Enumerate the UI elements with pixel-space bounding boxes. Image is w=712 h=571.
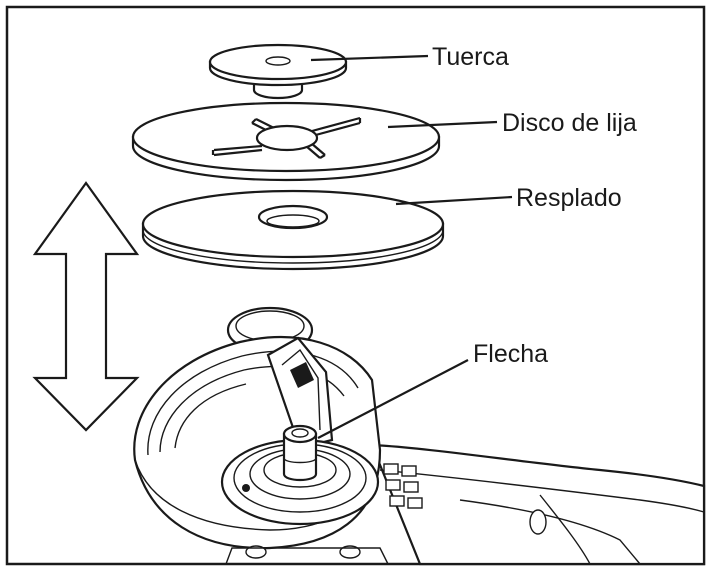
- label-flecha: Flecha: [473, 340, 548, 368]
- label-disco-de-lija: Disco de lija: [502, 109, 637, 137]
- leader-line-flecha: [317, 359, 469, 439]
- leader-line-tuerca: [310, 54, 429, 62]
- leader-line-resplado: [395, 195, 513, 206]
- backing-pad: [141, 189, 445, 271]
- double-arrow-icon: [32, 181, 140, 432]
- label-resplado: Resplado: [516, 184, 622, 212]
- leader-line-disco: [387, 120, 498, 129]
- label-tuerca: Tuerca: [432, 43, 509, 71]
- sanding-disc: [131, 101, 441, 182]
- grinder-body: [133, 306, 706, 566]
- lock-nut: [208, 43, 348, 100]
